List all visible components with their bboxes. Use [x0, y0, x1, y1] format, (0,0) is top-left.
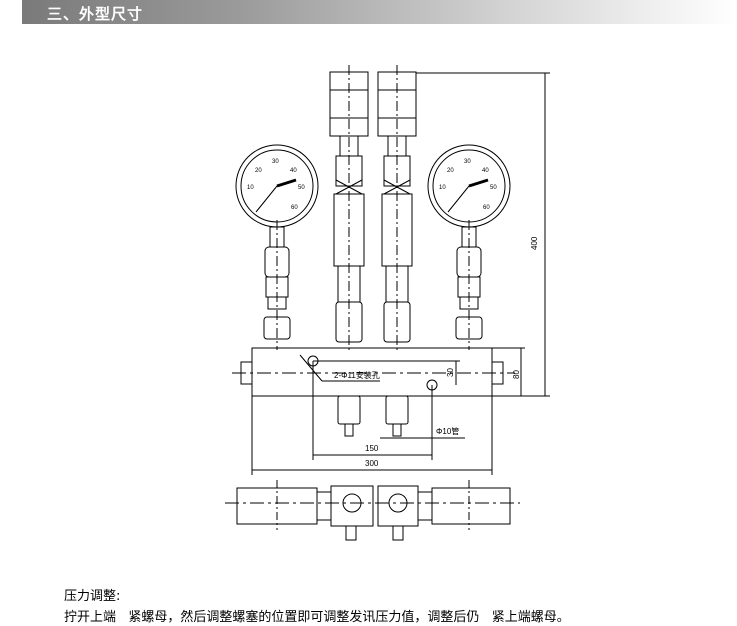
- section-header-bar: 三、外型尺寸: [22, 0, 737, 24]
- svg-text:10: 10: [247, 185, 254, 191]
- left-pressure-switch: [329, 65, 369, 350]
- svg-text:30: 30: [272, 159, 279, 165]
- right-pressure-switch: [377, 65, 417, 350]
- section-header-title: 三、外型尺寸: [47, 5, 144, 23]
- notes-body: 拧开上端 紧螺母，然后调整螺塞的位置即可调整发讯压力值，调整后仍 紧上端螺母。: [64, 610, 570, 625]
- svg-text:20: 20: [447, 168, 454, 174]
- pipe-label: Φ10管: [436, 426, 459, 436]
- svg-text:40: 40: [482, 168, 489, 174]
- dim-block-height-label: 80: [512, 370, 521, 379]
- svg-text:60: 60: [483, 205, 490, 211]
- bottom-view: [225, 480, 520, 541]
- mount-holes-label: 2-Φ11安装孔: [334, 370, 380, 380]
- svg-text:40: 40: [290, 168, 297, 174]
- svg-text:20: 20: [255, 168, 262, 174]
- svg-text:10: 10: [439, 185, 446, 191]
- dimension-lines: [251, 72, 550, 475]
- dim-hole-offset-label: 30: [446, 368, 455, 377]
- right-pressure-gauge: 30 20 40 10 50 60: [427, 144, 511, 350]
- manifold-block: [232, 347, 515, 437]
- svg-text:60: 60: [291, 205, 298, 211]
- dim-hole-spacing-label: 150: [365, 444, 379, 453]
- svg-text:50: 50: [298, 185, 305, 191]
- dim-length-label: 300: [365, 459, 379, 468]
- dim-height-label: 400: [530, 236, 539, 250]
- svg-text:30: 30: [464, 159, 471, 165]
- left-pressure-gauge: 30 20 40 10 50 60: [235, 144, 319, 350]
- notes-title: 压力调整:: [64, 589, 121, 604]
- svg-text:50: 50: [490, 185, 497, 191]
